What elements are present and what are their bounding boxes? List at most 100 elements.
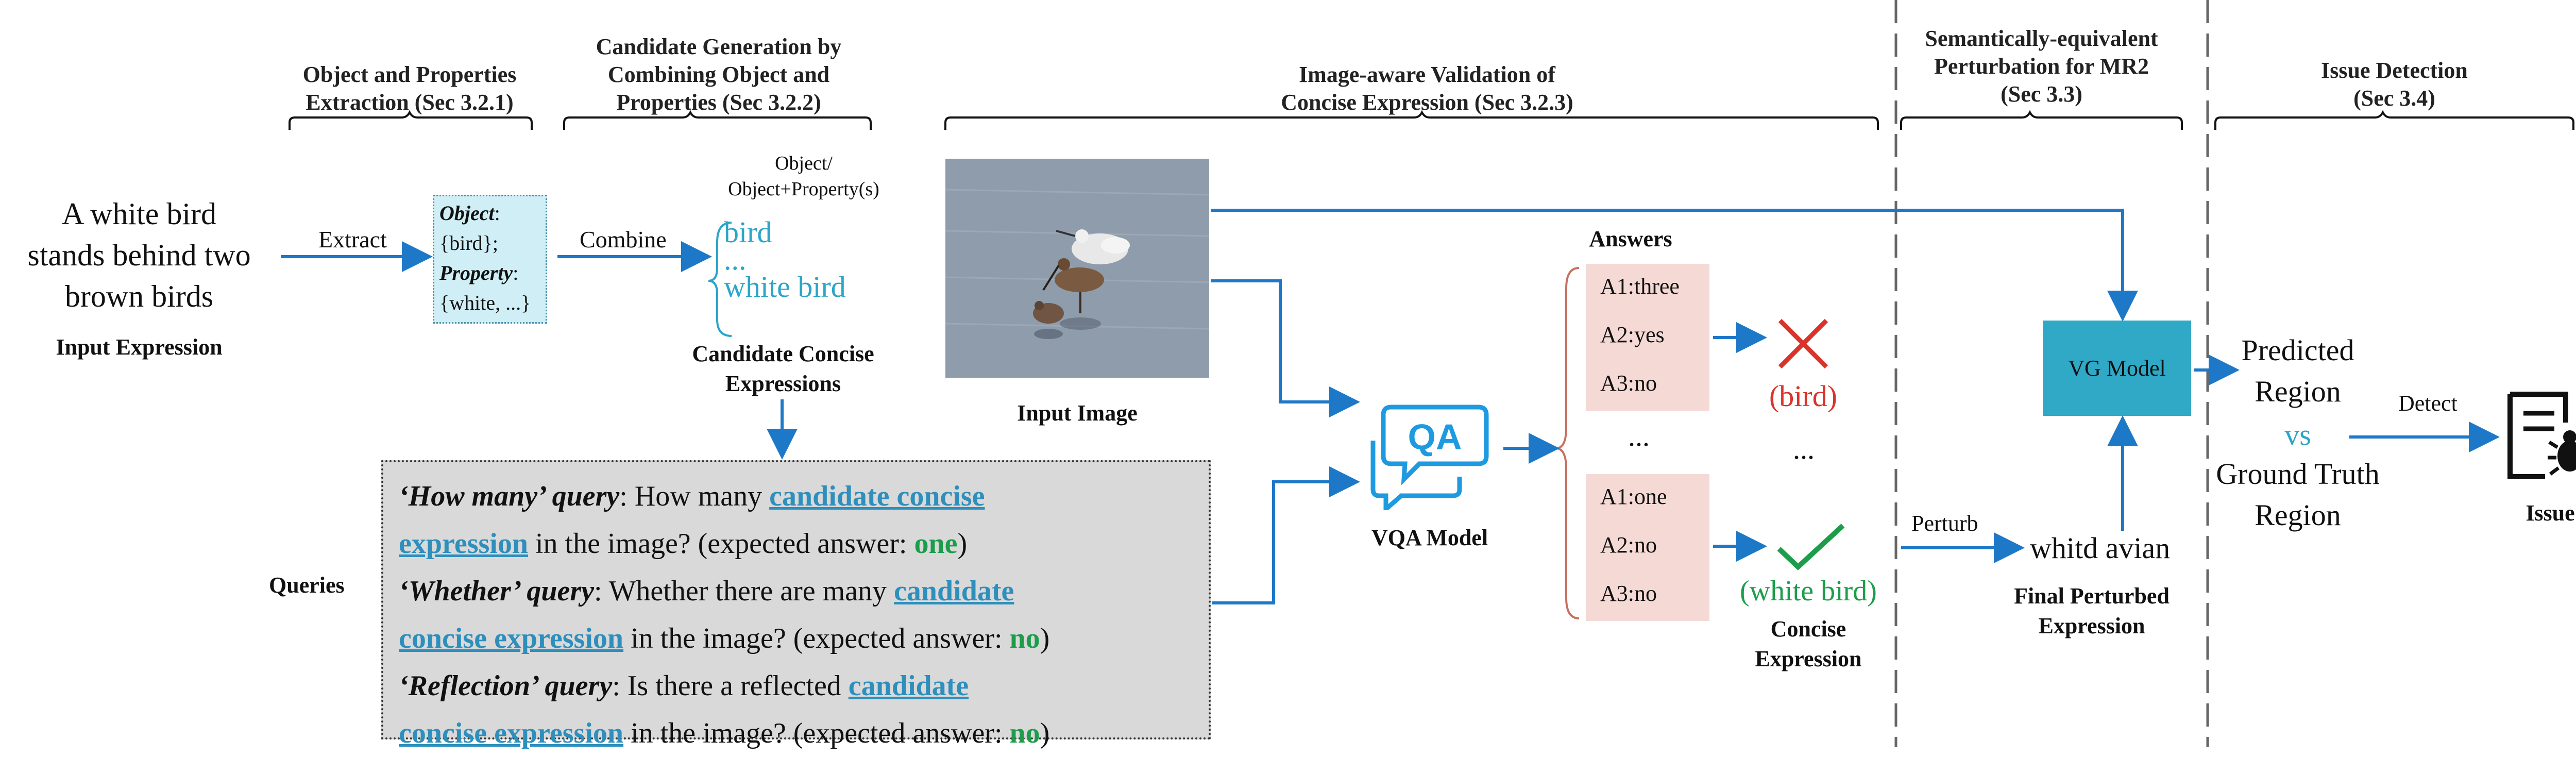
stage-title-line: Properties (Sec 3.2.2) <box>616 90 821 115</box>
concise-label-line: Concise <box>1770 616 1846 642</box>
queries-box: ‘How many’ query: How many candidate con… <box>381 460 1211 749</box>
stage-title-line: Perturbation for MR2 <box>1934 54 2149 79</box>
reject-ellipsis: ... <box>1793 433 1815 465</box>
stage-title-candidate-generation: Candidate Generation by Combining Object… <box>559 33 878 116</box>
candidate-placeholder: concise expression <box>399 623 624 654</box>
stage-title-line: Extraction (Sec 3.2.1) <box>306 90 514 115</box>
input-expression-line: A white bird <box>62 197 216 231</box>
ground-truth-region: Ground Truth Region <box>2210 453 2385 536</box>
stage-braces <box>289 110 2574 130</box>
answers-ellipsis: ... <box>1628 420 1650 452</box>
final-perturbed-line: Expression <box>2038 613 2145 638</box>
accepted-candidate: (white bird) <box>1740 575 1877 607</box>
query-text: : Is there a reflected <box>612 670 849 702</box>
answers-brace <box>1555 267 1580 619</box>
stage-title-line: Image-aware Validation of <box>1299 62 1555 87</box>
candidate-placeholder: concise expression <box>399 717 624 749</box>
candidate-placeholder: candidate <box>848 670 969 702</box>
issue-label: Issue <box>2526 500 2575 526</box>
expected-answer: no <box>1009 623 1040 654</box>
answer-item: A1:three <box>1600 274 1680 299</box>
detect-label: Detect <box>2398 391 2458 416</box>
candidate-header-line: Object/ <box>775 153 833 174</box>
ground-truth-line: Ground Truth <box>2216 457 2380 491</box>
answer-item: A1:one <box>1600 484 1667 509</box>
candidate-label-line: Expressions <box>725 371 841 396</box>
candidate-list: bird ... white bird <box>724 216 846 303</box>
object-key: Object <box>439 201 495 225</box>
candidate-placeholder: expression <box>399 528 528 560</box>
answer-set-rejected: A1:three A2:yes A3:no <box>1586 264 1709 411</box>
bird-photo-illustration <box>945 159 1209 378</box>
candidate-bracket <box>708 222 732 337</box>
stage-title-line: Semantically-equivalent <box>1925 26 2158 51</box>
extraction-result-box: Object: {bird}; Property: {white, ...} <box>433 195 547 324</box>
perturb-label: Perturb <box>1911 511 1978 536</box>
predicted-region-line: Predicted <box>2241 333 2354 367</box>
expected-answer: no <box>1009 717 1040 749</box>
answer-set-accepted: A1:one A2:no A3:no <box>1586 474 1709 621</box>
stage-separators <box>1894 0 2209 747</box>
vqa-model-label: VQA Model <box>1371 525 1488 550</box>
query-text: in the image? (expected answer: <box>623 623 1010 654</box>
stage-title-extraction: Object and Properties Extraction (Sec 3.… <box>276 61 544 116</box>
predicted-region: Predicted Region <box>2226 330 2370 412</box>
query-name: ‘How many’ query <box>399 480 620 512</box>
input-expression-line: stands behind two <box>27 238 251 272</box>
stage-title-issue-detection: Issue Detection (Sec 3.4) <box>2215 57 2573 112</box>
queries-label: Queries <box>269 573 345 598</box>
query-text: ) <box>1040 717 1050 749</box>
candidate-item: white bird <box>724 270 846 304</box>
stage-title-line: Issue Detection <box>2321 58 2468 83</box>
query-name: ‘Whether’ query <box>399 575 595 607</box>
query-text: ) <box>1040 623 1050 654</box>
stage-title-line: Object and Properties <box>302 62 517 87</box>
stage-title-perturbation: Semantically-equivalent Perturbation for… <box>1901 25 2182 108</box>
query-text: ) <box>957 528 968 560</box>
answer-item: A2:yes <box>1600 322 1665 347</box>
predicted-region-line: Region <box>2255 375 2341 408</box>
input-image <box>945 159 1209 378</box>
stage-title-line: Combining Object and <box>607 62 830 87</box>
answer-item: A3:no <box>1600 581 1657 606</box>
query-name: ‘Reflection’ query <box>399 670 613 702</box>
input-expression-text: A white bird stands behind two brown bir… <box>0 193 278 317</box>
candidate-label-line: Candidate Concise <box>692 341 874 366</box>
candidate-label: Candidate Concise Expressions <box>659 339 907 399</box>
vg-model-box: VG Model <box>2043 321 2191 416</box>
input-image-label: Input Image <box>1017 400 1138 426</box>
ground-truth-line: Region <box>2255 498 2341 532</box>
input-expression-label: Input Expression <box>56 334 223 360</box>
stage-title-validation: Image-aware Validation of Concise Expres… <box>1195 61 1659 116</box>
flow-arrows <box>281 209 2500 604</box>
query-text: in the image? (expected answer: <box>623 717 1010 749</box>
stage-title-line: (Sec 3.3) <box>2001 81 2082 107</box>
candidate-header: Object/ Object+Property(s) <box>711 150 896 202</box>
candidate-placeholder: candidate <box>894 575 1014 607</box>
extract-label: Extract <box>318 226 387 253</box>
candidate-item: ... <box>724 243 747 276</box>
rejected-candidate: (bird) <box>1769 379 1838 413</box>
vs-label: vs <box>2284 418 2311 451</box>
property-value: {white, ...} <box>439 291 531 314</box>
query-text: : How many <box>619 480 770 512</box>
answers-header: Answers <box>1589 226 1672 251</box>
check-icon <box>1777 524 1845 570</box>
cross-icon <box>1778 318 1828 369</box>
stage-title-line: Concise Expression (Sec 3.2.3) <box>1281 90 1573 115</box>
candidate-item: bird <box>724 215 772 249</box>
expected-answer: one <box>914 528 958 560</box>
combine-label: Combine <box>580 226 667 253</box>
candidate-header-line: Object+Property(s) <box>728 178 879 200</box>
property-key: Property <box>439 261 513 284</box>
object-value: {bird}; <box>439 231 498 255</box>
candidate-placeholder: candidate concise <box>769 480 985 512</box>
query-text: in the image? (expected answer: <box>528 528 914 560</box>
query-text: : Whether there are many <box>594 575 894 607</box>
concise-expression-label: Concise Expression <box>1741 614 1875 674</box>
bug-report-icon <box>2507 392 2576 479</box>
input-expression-line: brown birds <box>64 279 214 313</box>
stage-title-line: (Sec 3.4) <box>2353 86 2435 111</box>
perturbed-expression: whitd avian <box>2030 531 2171 565</box>
